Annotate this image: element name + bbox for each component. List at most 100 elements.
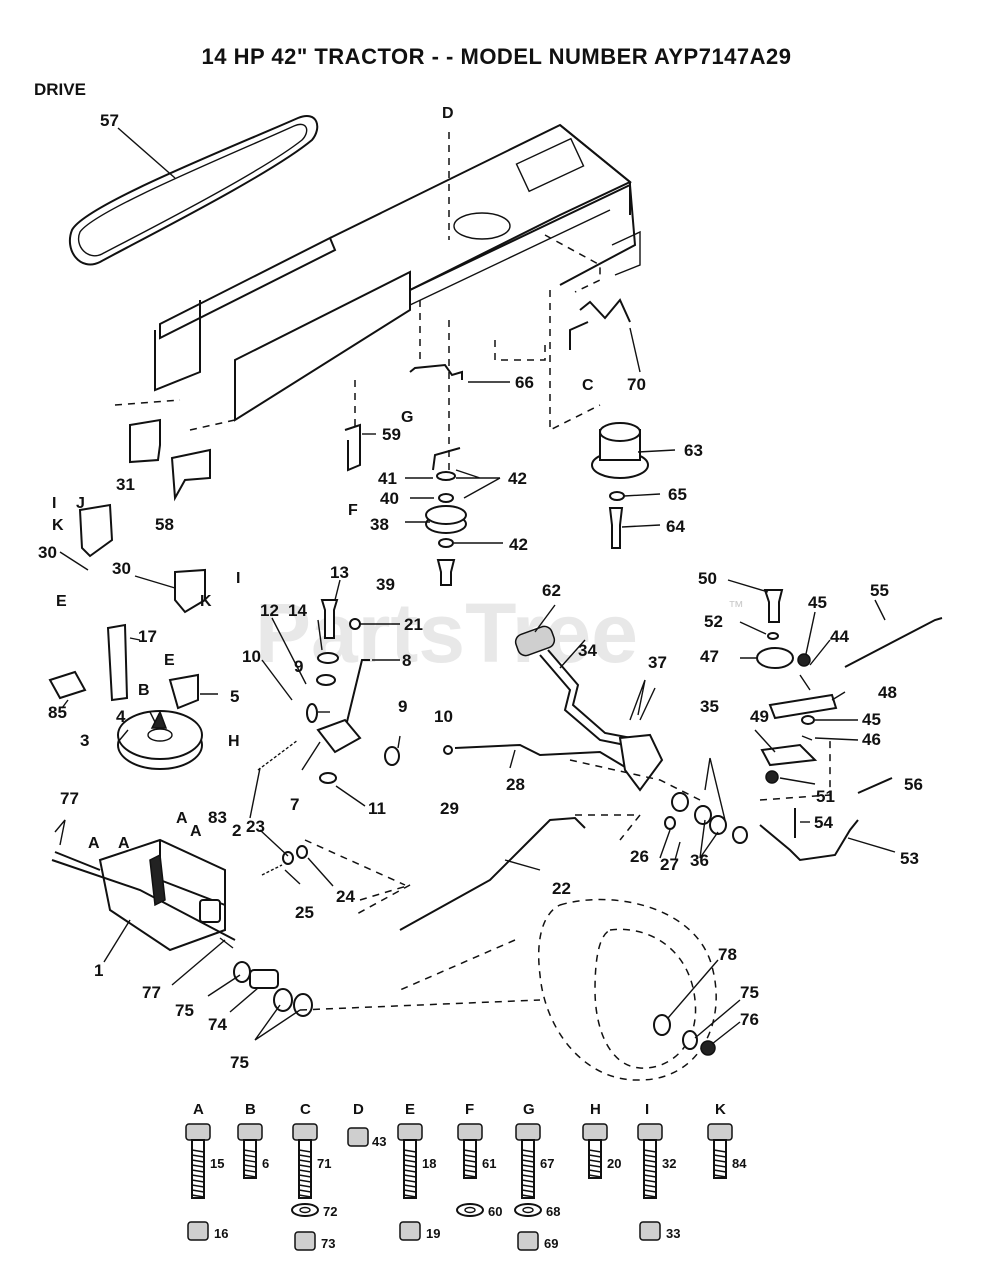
nut-44 [797, 653, 811, 667]
washer-52 [767, 632, 779, 640]
callout-14: 14 [288, 601, 307, 620]
bolt-number-84: 84 [732, 1156, 747, 1171]
bolt-thread [521, 1164, 535, 1168]
callout-23: 23 [246, 817, 265, 836]
bracket-30-b [174, 568, 206, 614]
bolt-thread [403, 1174, 417, 1178]
callout-85: 85 [48, 703, 67, 722]
bolt-thread [588, 1174, 602, 1178]
bolt-head-71 [292, 1123, 318, 1141]
callout-37: 37 [648, 653, 667, 672]
bolt-head-67 [515, 1123, 541, 1141]
bracket-c [569, 321, 589, 350]
callout-31: 31 [116, 475, 135, 494]
bolt-thread [298, 1169, 312, 1173]
callout-54: 54 [814, 813, 833, 832]
callout-35: 35 [700, 697, 719, 716]
callout-28: 28 [506, 775, 525, 794]
nut-73 [294, 1231, 316, 1251]
callout-75a: 75 [740, 983, 759, 1002]
bolt-thread [403, 1169, 417, 1173]
bolt-thread [243, 1169, 257, 1173]
ref-g: G [401, 409, 413, 426]
hardware-letter-e: E [405, 1101, 415, 1118]
bolt-thread [191, 1174, 205, 1178]
bolt-thread [713, 1174, 727, 1178]
bolt-thread [298, 1174, 312, 1178]
callout-24: 24 [336, 887, 355, 906]
bolt-64 [608, 507, 624, 549]
washer-number-72: 72 [323, 1204, 337, 1219]
bolt-thread [298, 1149, 312, 1153]
callout-10b: 10 [434, 707, 453, 726]
callout-26: 26 [630, 847, 649, 866]
bolt-thread [463, 1174, 477, 1178]
bolt-thread [243, 1154, 257, 1158]
callout-75c: 75 [230, 1053, 249, 1072]
callout-74: 74 [208, 1015, 227, 1034]
callout-76: 76 [740, 1010, 759, 1029]
bolt-50 [763, 589, 784, 623]
drive-belt [69, 115, 319, 266]
hardware-letter-f: F [465, 1101, 474, 1118]
bolt-thread [191, 1194, 205, 1198]
hardware-letter-g: G [523, 1101, 535, 1118]
ref-f: F [348, 502, 358, 519]
bracket-58 [170, 448, 211, 502]
rod-55 [844, 617, 943, 668]
washer-9b [384, 746, 400, 766]
bolt-thread [403, 1154, 417, 1158]
callout-25: 25 [295, 903, 314, 922]
callout-70: 70 [627, 375, 646, 394]
bolt-thread [191, 1164, 205, 1168]
hardware-letter-b: B [245, 1101, 256, 1118]
spring-56 [857, 777, 893, 794]
bolt-13 [320, 599, 339, 639]
callout-1: 1 [94, 961, 103, 980]
washer-number-68: 68 [546, 1204, 560, 1219]
bolt-thread [713, 1159, 727, 1163]
bolt-thread [191, 1169, 205, 1173]
callout-22: 22 [552, 879, 571, 898]
bolt-shank-67 [521, 1139, 535, 1199]
callout-50: 50 [698, 569, 717, 588]
ball-21 [349, 618, 361, 630]
callout-52: 52 [704, 612, 723, 631]
washer-number-60: 60 [488, 1204, 502, 1219]
part-callouts: 57 66 70 59 63 41 42 40 65 31 58 38 64 4… [38, 111, 923, 1072]
ref-j1: J [76, 495, 85, 512]
callout-77b: 77 [142, 983, 161, 1002]
bolt-thread [463, 1164, 477, 1168]
bolt-head-15 [185, 1123, 211, 1141]
key-4 [150, 710, 168, 729]
ref-d: D [442, 105, 454, 122]
callout-57: 57 [100, 111, 119, 130]
bolt-head-84 [707, 1123, 733, 1141]
bolt-thread [243, 1149, 257, 1153]
bolt-thread [403, 1184, 417, 1188]
bolt-thread [463, 1149, 477, 1153]
callout-53: 53 [900, 849, 919, 868]
callout-83: 83 [208, 808, 227, 827]
leader-lines [59, 127, 896, 1045]
bolt-thread [463, 1154, 477, 1158]
bolt-thread [588, 1154, 602, 1158]
nut-number-16: 16 [214, 1226, 228, 1241]
ref-i1: I [52, 495, 56, 512]
clip-85 [48, 670, 87, 700]
callout-38: 38 [370, 515, 389, 534]
idler-pulley-38 [425, 471, 467, 586]
callout-36: 36 [690, 851, 709, 870]
callout-47: 47 [700, 647, 719, 666]
nut-number-43: 43 [372, 1134, 386, 1149]
callout-39: 39 [376, 575, 395, 594]
bolt-thread [403, 1179, 417, 1183]
bolt-thread [463, 1169, 477, 1173]
ref-c: C [582, 377, 594, 394]
washer-11 [319, 772, 337, 784]
pin-77 [54, 819, 66, 846]
bolt-thread [643, 1194, 657, 1198]
bolt-number-32: 32 [662, 1156, 676, 1171]
bolt-shank-61 [463, 1139, 477, 1179]
hardware-letter-c: C [300, 1101, 311, 1118]
